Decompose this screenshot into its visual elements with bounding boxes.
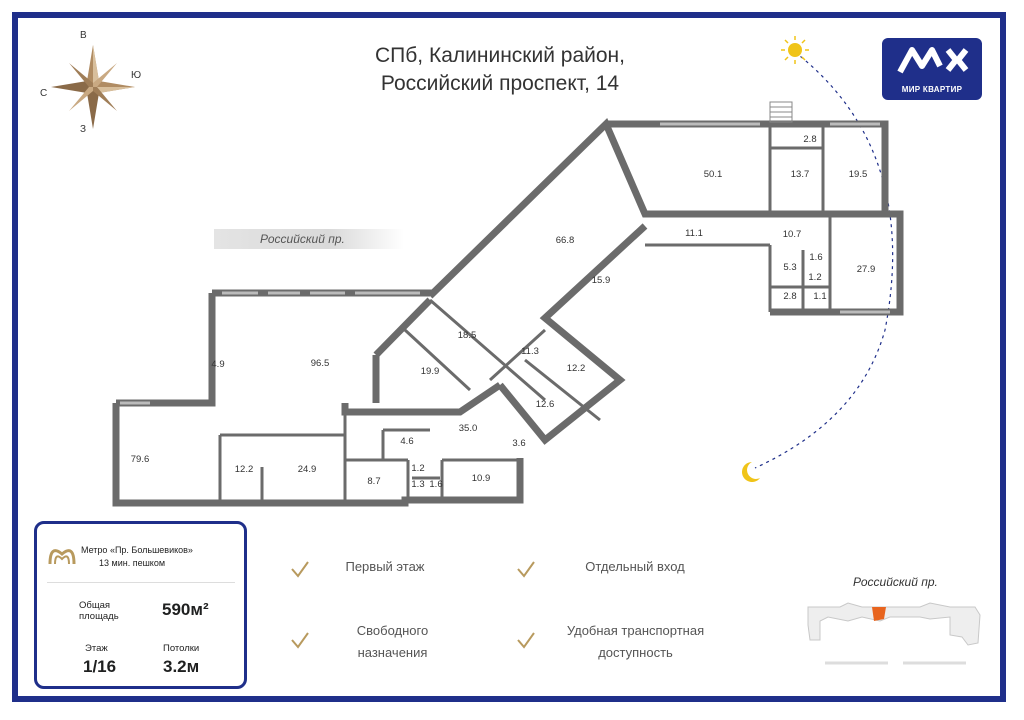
- highlight-unit: [872, 607, 886, 621]
- room-area-label: 1.6: [429, 479, 442, 490]
- check-icon: [291, 561, 309, 578]
- title-line-1: СПб, Калининский район,: [375, 44, 625, 67]
- room-area-label: 96.5: [311, 358, 330, 369]
- ceiling-label: Потолки: [163, 643, 200, 654]
- room-area-label: 12.6: [536, 399, 555, 410]
- room-area-label: 12.2: [235, 464, 254, 475]
- check-icon: [517, 561, 535, 578]
- compass-east-label: Ю: [131, 70, 142, 81]
- room-area-label: 66.8: [556, 235, 575, 246]
- room-area-label: 4.9: [211, 359, 224, 370]
- metro-walk-time: 13 мин. пешком: [99, 558, 166, 568]
- room-area-label: 12.2: [567, 363, 586, 374]
- building-outline: [807, 602, 981, 646]
- room-area-label: 18.5: [458, 330, 477, 341]
- area-label-line-1: Общая: [79, 600, 111, 611]
- ceiling-value: 3.2м: [163, 657, 200, 676]
- room-area-label: 3.6: [512, 438, 525, 449]
- room-area-label: 10.7: [783, 229, 802, 240]
- feature-3: Свободного назначения: [330, 620, 455, 664]
- compass-south-label: З: [80, 124, 87, 135]
- logo-caption: МИР КВАРТИР: [901, 85, 963, 94]
- feature-2-text: Отдельный вход: [585, 559, 685, 574]
- feature-1-text: Первый этаж: [345, 559, 425, 574]
- room-area-label: 5.3: [783, 262, 796, 273]
- compass-rose-icon: [51, 45, 135, 129]
- room-area-label: 11.1: [685, 228, 703, 239]
- street-label-band: Российский пр.: [214, 229, 404, 249]
- floor-value: 1/16: [83, 657, 117, 676]
- location-map-label: Российский пр.: [853, 575, 938, 589]
- room-area-label: 19.5: [849, 169, 868, 180]
- plan-inner-walls: [210, 124, 832, 503]
- room-area-label: 1.2: [808, 272, 821, 283]
- room-area-label: 8.7: [367, 476, 380, 487]
- plan-outer-walls: [112, 117, 904, 507]
- check-icon: [291, 632, 309, 649]
- area-value: 590м²: [162, 600, 209, 619]
- feature-4-line-1: Удобная транспортная: [566, 623, 705, 638]
- area-label-line-2: площадь: [79, 611, 119, 622]
- room-area-label: 15.9: [592, 275, 611, 286]
- compass-west-label: С: [40, 88, 48, 99]
- room-area-label: 1.6: [809, 252, 822, 263]
- room-labels: 96.5 4.9 79.6 12.2 24.9 8.7 4.6 1.2 1.3 1.6 10.9 35…: [131, 134, 876, 490]
- info-card: Метро «Пр. Большевиков» 13 мин. пешком О…: [34, 521, 247, 689]
- compass-north-label: В: [80, 30, 87, 41]
- metro-icon: [48, 549, 76, 565]
- room-area-label: 2.8: [783, 291, 796, 302]
- logo-mark-icon: [897, 47, 969, 74]
- title-line-2: Российский проспект, 14: [380, 72, 620, 95]
- feature-3-line-2: назначения: [357, 645, 428, 660]
- room-area-label: 1.1: [813, 291, 826, 302]
- compass: В З Ю С: [40, 30, 160, 135]
- feature-4-line-2: доступность: [598, 645, 673, 660]
- room-area-label: 1.3: [411, 479, 424, 490]
- room-area-label: 1.2: [411, 463, 424, 474]
- check-icon: [517, 632, 535, 649]
- room-area-label: 35.0: [459, 423, 478, 434]
- moon-icon: [742, 462, 760, 483]
- room-area-label: 2.8: [803, 134, 816, 145]
- feature-1: Первый этаж: [320, 556, 450, 578]
- stair-icon: [769, 101, 793, 123]
- brand-logo: МИР КВАРТИР: [882, 38, 982, 100]
- room-area-label: 27.9: [857, 264, 876, 275]
- room-area-label: 79.6: [131, 454, 150, 465]
- divider: [47, 582, 235, 583]
- plan-windows: [120, 122, 890, 405]
- sun-icon: [781, 36, 809, 64]
- feature-4: Удобная транспортная доступность: [548, 620, 723, 664]
- room-area-label: 10.9: [472, 473, 491, 484]
- floor-label: Этаж: [85, 643, 108, 654]
- room-area-label: 24.9: [298, 464, 317, 475]
- feature-2: Отдельный вход: [560, 556, 710, 578]
- location-map: [807, 602, 981, 665]
- room-area-label: 19.9: [421, 366, 440, 377]
- sun-path: [754, 51, 894, 469]
- feature-3-line-1: Свободного: [356, 623, 429, 638]
- room-area-label: 13.7: [791, 169, 810, 180]
- page-frame: [12, 12, 1006, 702]
- metro-name: Метро «Пр. Большевиков»: [81, 545, 193, 555]
- room-area-label: 50.1: [704, 169, 723, 180]
- room-area-label: 11.3: [521, 346, 539, 357]
- room-area-label: 4.6: [400, 436, 413, 447]
- page-title: СПб, Калининский район, Российский просп…: [300, 42, 700, 98]
- street-label: Российский пр.: [260, 232, 345, 246]
